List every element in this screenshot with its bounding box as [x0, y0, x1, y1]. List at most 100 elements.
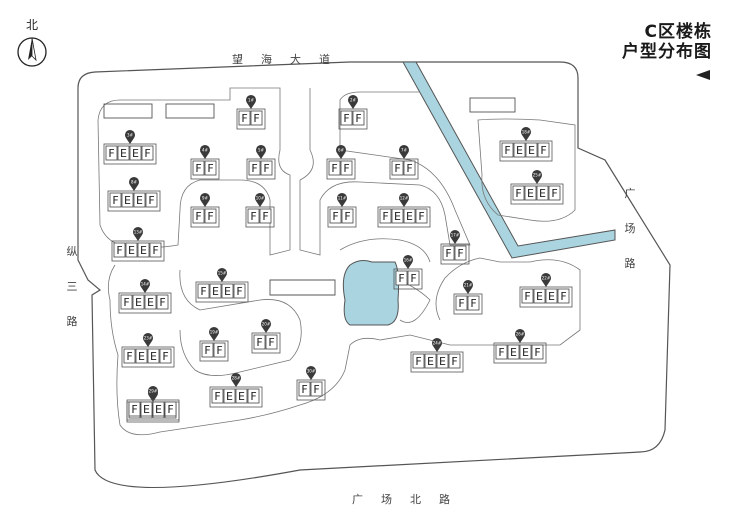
inner-road-4 — [179, 269, 302, 376]
road-label-left-char: 纵 — [66, 245, 78, 258]
unit-box — [521, 288, 534, 304]
map-pin-icon — [399, 145, 409, 159]
building-number-label: 10# — [256, 196, 265, 201]
unit-box — [204, 160, 217, 176]
unit-type-label: F — [498, 346, 504, 359]
unit-box — [117, 145, 130, 161]
unit-box — [247, 388, 260, 404]
building-number-label: 22# — [542, 276, 551, 281]
unit-type-label: F — [204, 344, 210, 357]
building-number-label: 29# — [149, 389, 158, 394]
unit-type-label: E — [120, 147, 127, 160]
central-pond — [342, 260, 400, 326]
unit-box — [328, 160, 341, 176]
building-number-label: 11# — [338, 196, 347, 201]
unit-type-label: F — [250, 390, 256, 403]
unit-type-label: E — [548, 290, 555, 303]
building-number-label: 2# — [350, 98, 357, 103]
building-number-label: 4# — [202, 148, 209, 153]
unit-box — [537, 142, 550, 158]
unit-type-label: E — [527, 187, 534, 200]
map-pin-icon — [399, 192, 410, 207]
unit-box — [531, 344, 544, 360]
unit-box — [132, 294, 145, 310]
unit-type-label: F — [250, 210, 256, 223]
unit-type-label: F — [343, 162, 349, 175]
map-pin-icon — [532, 170, 542, 184]
map-pin-icon — [209, 327, 219, 341]
amenity-block-3 — [469, 97, 516, 113]
building-number-label: 1# — [248, 98, 255, 103]
unit-type-label: F — [126, 350, 132, 363]
unit-box — [197, 283, 210, 299]
unit-type-label: F — [108, 147, 114, 160]
unit-box — [391, 160, 404, 176]
unit-box — [213, 342, 226, 358]
unit-box — [250, 110, 263, 126]
unit-box — [125, 242, 138, 258]
unit-box — [341, 208, 354, 224]
unit-type-label: F — [131, 403, 137, 416]
road-label-left-char: 路 — [66, 315, 78, 328]
unit-type-label: F — [470, 297, 476, 310]
building-number-label: 14# — [141, 282, 150, 287]
unit-box — [545, 288, 558, 304]
unit-type-label: F — [214, 390, 220, 403]
unit-type-label: E — [147, 296, 154, 309]
unit-type-label: E — [138, 350, 145, 363]
unit-box — [192, 208, 205, 224]
unit-box — [221, 283, 234, 299]
road-label-bottom: 广场北路 — [352, 493, 468, 506]
building-number-label: 3# — [127, 133, 134, 138]
unit-type-label: F — [195, 162, 201, 175]
unit-type-label: F — [116, 244, 122, 257]
building-number-label: 9# — [202, 196, 209, 201]
unit-type-label: E — [536, 290, 543, 303]
unit-type-label: E — [510, 346, 517, 359]
unit-type-label: F — [152, 244, 158, 257]
unit-box — [415, 208, 428, 224]
map-pin-icon — [129, 177, 139, 191]
unit-box — [105, 145, 118, 161]
unit-box — [424, 353, 437, 369]
map-pin-icon — [125, 130, 135, 144]
unit-type-label: E — [439, 355, 446, 368]
compass-icon — [17, 37, 47, 67]
unit-type-label: F — [457, 247, 463, 260]
unit-type-label: E — [224, 285, 231, 298]
unit-type-label: E — [394, 210, 401, 223]
north-label: 北 — [26, 18, 38, 32]
unit-box — [133, 192, 146, 208]
building-number-label: 23# — [144, 336, 153, 341]
unit-box — [223, 388, 236, 404]
